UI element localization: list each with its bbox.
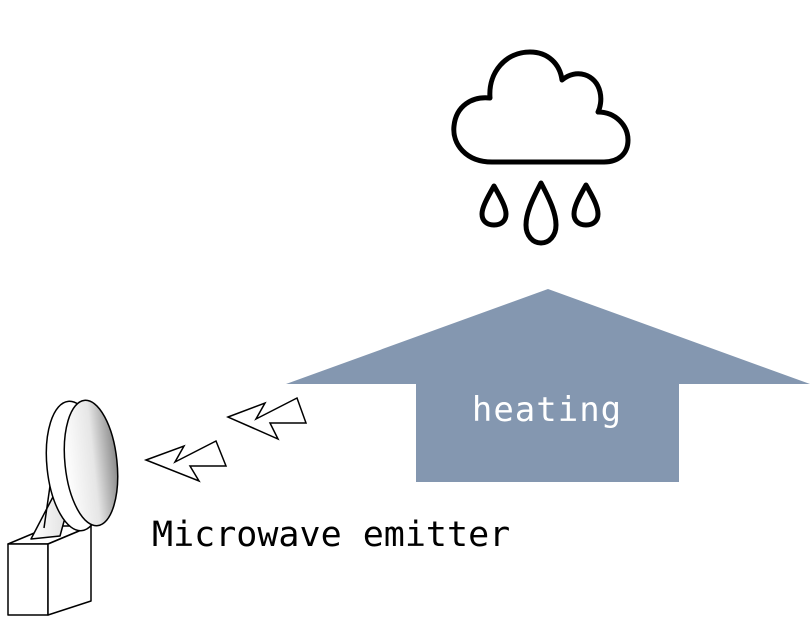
emitter-dish-front xyxy=(63,399,119,527)
microwave-dish-icon xyxy=(7,399,119,616)
rain-cloud-icon xyxy=(451,49,631,246)
raindrop-center xyxy=(523,180,559,246)
emitter-box-front xyxy=(7,543,49,616)
emitter-box-side xyxy=(47,525,92,616)
bolt-upper xyxy=(226,396,308,441)
lightning-bolt-icon xyxy=(143,396,308,483)
microwave-emitter-label: Microwave emitter xyxy=(152,515,511,555)
heating-arrow xyxy=(286,289,810,482)
cloud-outline xyxy=(451,49,631,165)
raindrop-right xyxy=(571,182,601,228)
bolt-lower xyxy=(143,439,228,483)
heating-label: heating xyxy=(471,390,623,430)
raindrop-left xyxy=(479,183,509,228)
